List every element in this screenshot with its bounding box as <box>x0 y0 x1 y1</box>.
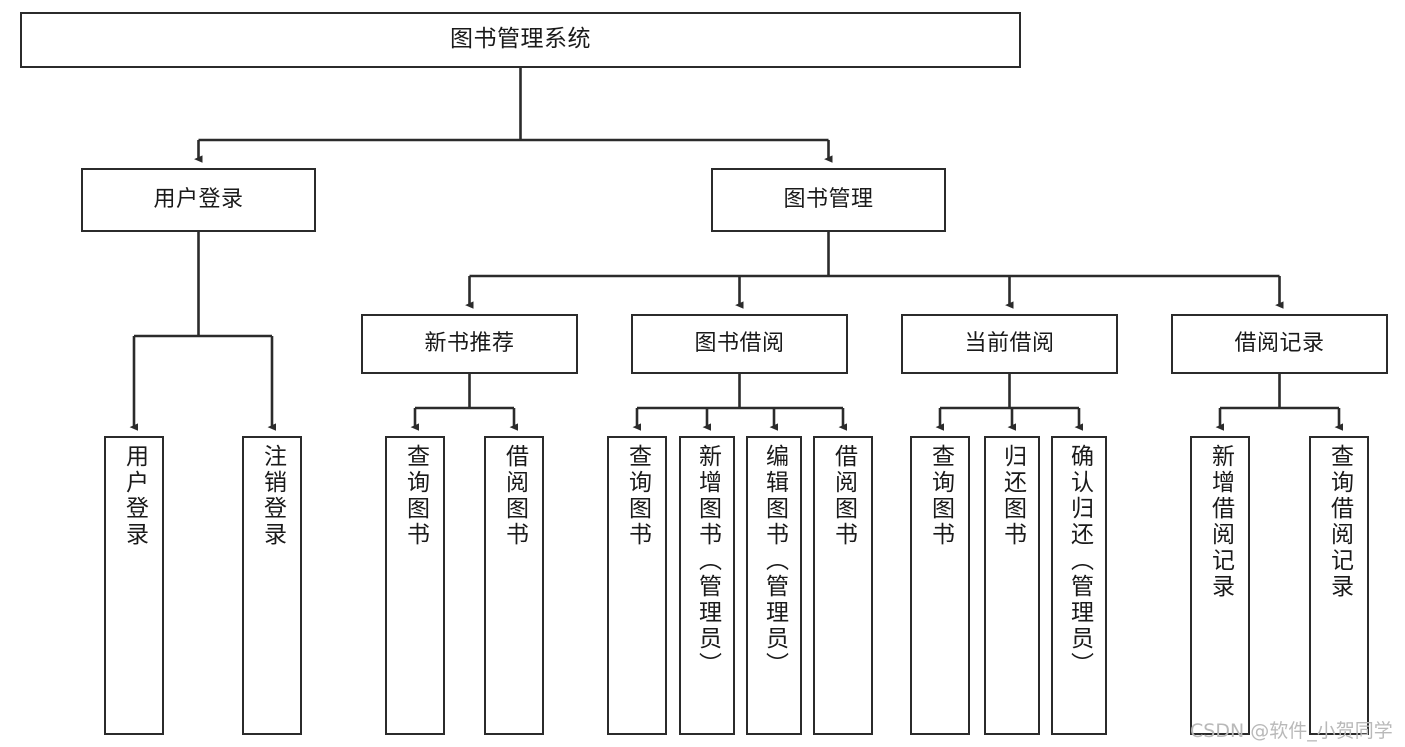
node-label: 查询借阅记录 <box>1326 444 1353 600</box>
node-label: 用户登录 <box>121 444 148 548</box>
node-leaf-query-book-current[interactable]: 查询图书 <box>910 436 970 735</box>
node-label: 借阅图书 <box>830 444 857 548</box>
node-user-login[interactable]: 用户登录 <box>81 168 316 232</box>
node-leaf-return-book[interactable]: 归还图书 <box>984 436 1040 735</box>
node-label: 查询图书 <box>927 444 954 548</box>
node-label: 查询图书 <box>624 444 651 548</box>
node-label: 编辑图书（管理员） <box>761 444 788 678</box>
node-new-book-recommendation[interactable]: 新书推荐 <box>361 314 578 374</box>
node-leaf-add-book-admin[interactable]: 新增图书（管理员） <box>679 436 735 735</box>
node-label: 图书借阅 <box>694 331 785 357</box>
node-leaf-user-login[interactable]: 用户登录 <box>104 436 164 735</box>
node-leaf-query-book-recommendation[interactable]: 查询图书 <box>385 436 445 735</box>
node-label: 新书推荐 <box>424 331 515 357</box>
node-leaf-logout[interactable]: 注销登录 <box>242 436 302 735</box>
node-label: 新增借阅记录 <box>1207 444 1234 600</box>
node-leaf-borrow-book-recommendation[interactable]: 借阅图书 <box>484 436 544 735</box>
node-leaf-edit-book-admin[interactable]: 编辑图书（管理员） <box>746 436 802 735</box>
node-leaf-add-borrowing-record[interactable]: 新增借阅记录 <box>1190 436 1250 735</box>
node-label: 查询图书 <box>402 444 429 548</box>
node-label: 图书管理系统 <box>450 26 591 53</box>
node-book-borrowing[interactable]: 图书借阅 <box>631 314 848 374</box>
csdn-watermark: CSDN @软件_小贺同学 <box>1190 720 1393 742</box>
node-book-management-system[interactable]: 图书管理系统 <box>20 12 1021 68</box>
node-current-borrowing[interactable]: 当前借阅 <box>901 314 1118 374</box>
node-label: 新增图书（管理员） <box>694 444 721 678</box>
node-label: 图书管理 <box>783 187 874 213</box>
node-leaf-query-book-borrowing[interactable]: 查询图书 <box>607 436 667 735</box>
node-label: 注销登录 <box>259 444 286 548</box>
node-leaf-borrow-book[interactable]: 借阅图书 <box>813 436 873 735</box>
node-label: 归还图书 <box>999 444 1026 548</box>
node-leaf-query-borrowing-record[interactable]: 查询借阅记录 <box>1309 436 1369 735</box>
node-label: 当前借阅 <box>964 331 1055 357</box>
node-label: 借阅图书 <box>501 444 528 548</box>
node-label: 借阅记录 <box>1234 331 1325 357</box>
node-leaf-confirm-return-admin[interactable]: 确认归还（管理员） <box>1051 436 1107 735</box>
node-label: 用户登录 <box>153 187 244 213</box>
node-borrowing-record[interactable]: 借阅记录 <box>1171 314 1388 374</box>
node-book-management[interactable]: 图书管理 <box>711 168 946 232</box>
node-label: 确认归还（管理员） <box>1066 444 1093 678</box>
